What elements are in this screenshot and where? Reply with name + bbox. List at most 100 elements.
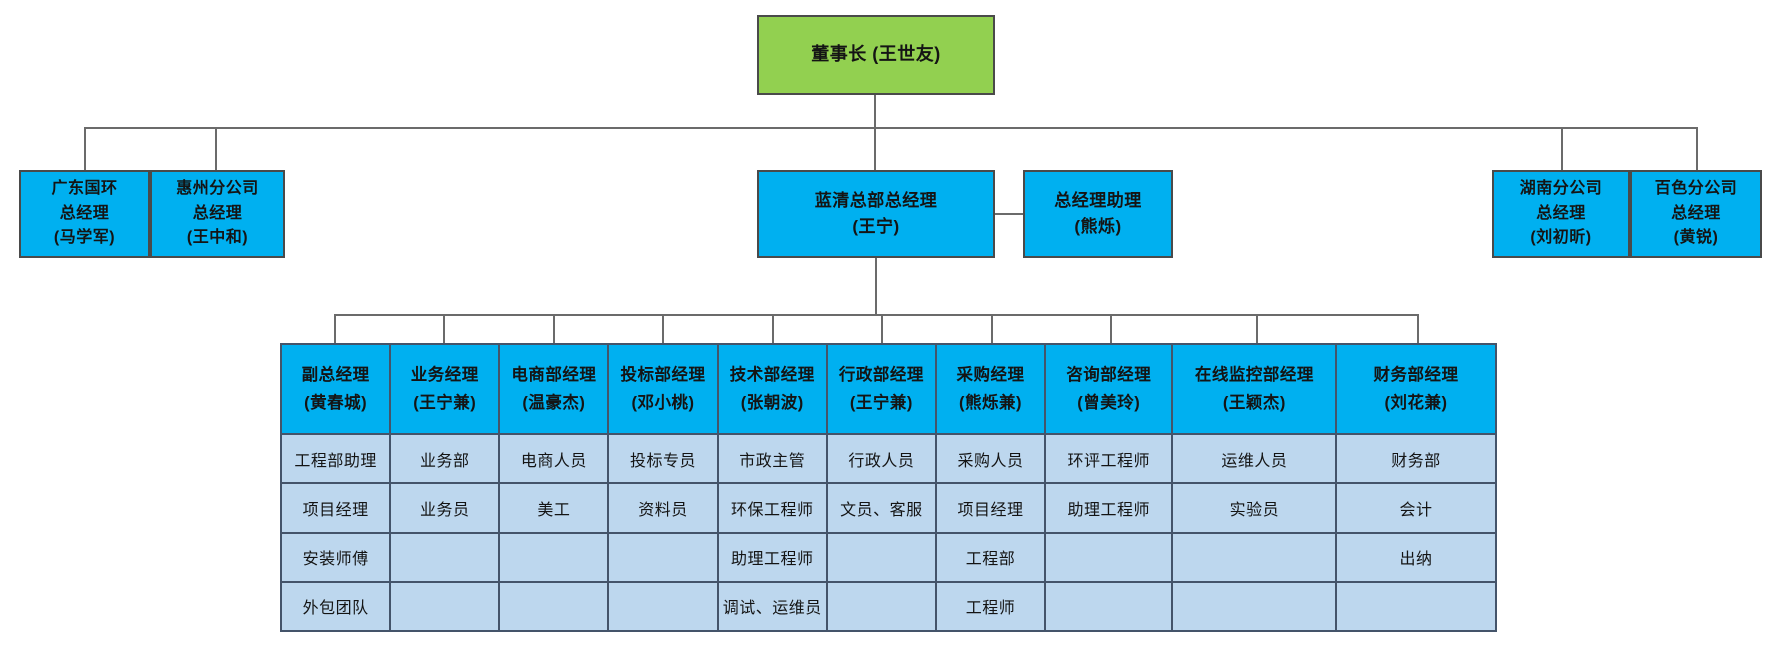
connector-drop-dept-4: [662, 314, 664, 344]
box-line: 蓝清总部总经理: [814, 190, 938, 210]
org-box-lanqing-gm: 蓝清总部总经理 (王宁): [757, 170, 995, 258]
table-cell: 项目经理: [282, 484, 390, 534]
dept-column-bidding-manager: 投标部经理 (邓小桃) 投标专员 资料员: [609, 345, 719, 630]
table-cell: 财务部: [1337, 435, 1495, 485]
box-line: 总经理: [1671, 204, 1721, 222]
connector-drop-dept-1: [334, 314, 336, 344]
connector-drop-dept-6: [881, 314, 883, 344]
dept-title: 业务经理: [410, 365, 479, 384]
connector-drop-hunan: [1561, 127, 1563, 170]
connector-drop-dept-9: [1256, 314, 1258, 344]
dept-column-online-monitoring-manager: 在线监控部经理 (王颖杰) 运维人员 实验员: [1173, 345, 1338, 630]
dept-header: 副总经理 (黄春城): [282, 345, 390, 435]
table-cell: [1173, 582, 1336, 630]
box-line: 总经理: [1536, 204, 1586, 222]
box-line: 广东国环: [51, 179, 118, 197]
dept-column-ecommerce-manager: 电商部经理 (温豪杰) 电商人员 美工: [500, 345, 610, 630]
table-cell: 市政主管: [718, 435, 826, 485]
table-cell: 工程部: [936, 533, 1045, 583]
box-line: 总经理: [192, 204, 243, 222]
dept-person: (黄春城): [304, 394, 368, 412]
table-cell: 业务部: [391, 435, 499, 485]
dept-person: (刘花兼): [1384, 394, 1448, 412]
table-cell: 实验员: [1173, 484, 1336, 534]
connector-assistant: [995, 213, 1023, 215]
dept-column-purchasing-manager: 采购经理 (熊烁兼) 采购人员 项目经理 工程部 工程师: [936, 345, 1047, 630]
connector-drop-dept-2: [443, 314, 445, 344]
dept-title: 行政部经理: [838, 365, 924, 384]
box-line: 百色分公司: [1654, 179, 1738, 197]
dept-header: 电商部经理 (温豪杰): [500, 345, 608, 435]
table-cell: 助理工程师: [1046, 484, 1172, 534]
table-cell: 电商人员: [500, 435, 608, 485]
org-box-hunan-gm: 湖南分公司 总经理 (刘初昕): [1492, 170, 1630, 258]
table-cell: 外包团队: [282, 582, 390, 630]
table-cell: 采购人员: [936, 435, 1045, 485]
dept-person: (温豪杰): [522, 394, 586, 412]
table-cell: [1173, 533, 1336, 583]
dept-header: 财务部经理 (刘花兼): [1337, 345, 1495, 435]
connector-drop-guohuan: [84, 127, 86, 170]
box-line: (刘初昕): [1530, 229, 1592, 247]
dept-title: 在线监控部经理: [1194, 365, 1314, 384]
connector-drop-dept-5: [772, 314, 774, 344]
table-cell: [1046, 582, 1172, 630]
table-cell: [391, 582, 499, 630]
table-cell: [827, 533, 935, 583]
table-cell: 投标专员: [609, 435, 717, 485]
dept-header: 咨询部经理 (曾美玲): [1046, 345, 1172, 435]
table-cell: 调试、运维员: [718, 582, 826, 630]
connector-drop-baise: [1696, 127, 1698, 170]
table-cell: 行政人员: [827, 435, 935, 485]
table-cell: 项目经理: [936, 484, 1045, 534]
dept-person: (王宁兼): [413, 394, 477, 412]
table-cell: 工程部助理: [282, 435, 390, 485]
dept-column-finance-manager: 财务部经理 (刘花兼) 财务部 会计 出纳: [1337, 345, 1495, 630]
table-cell: [391, 533, 499, 583]
table-cell: [609, 533, 717, 583]
dept-column-deputy-gm: 副总经理 (黄春城) 工程部助理 项目经理 安装师傅 外包团队: [282, 345, 392, 630]
table-cell: [500, 582, 608, 630]
org-box-chairman: 董事长 (王世友): [757, 15, 995, 95]
org-box-baise-gm: 百色分公司 总经理 (黄锐): [1630, 170, 1762, 258]
table-cell: 美工: [500, 484, 608, 534]
dept-person: (曾美玲): [1077, 394, 1141, 412]
dept-person: (王宁兼): [849, 394, 913, 412]
table-cell: 文员、客服: [827, 484, 935, 534]
table-cell: [1337, 582, 1495, 630]
table-cell: 环评工程师: [1046, 435, 1172, 485]
dept-title: 电商部经理: [511, 365, 597, 384]
box-line: 总经理助理: [1054, 190, 1142, 210]
box-line: 惠州分公司: [176, 179, 259, 197]
connector-drop-dept-10: [1417, 314, 1419, 344]
connector-dept-bus: [335, 314, 1418, 316]
dept-column-tech-manager: 技术部经理 (张朝波) 市政主管 环保工程师 助理工程师 调试、运维员: [718, 345, 828, 630]
chairman-label: 董事长 (王世友): [811, 44, 941, 65]
box-line: (王中和): [186, 229, 249, 247]
dept-header: 在线监控部经理 (王颖杰): [1173, 345, 1336, 435]
table-cell: 会计: [1337, 484, 1495, 534]
dept-title: 技术部经理: [729, 365, 815, 384]
table-cell: [827, 582, 935, 630]
dept-title: 投标部经理: [620, 365, 706, 384]
dept-title: 副总经理: [301, 365, 370, 384]
table-cell: 助理工程师: [718, 533, 826, 583]
connector-drop-dept-8: [1110, 314, 1112, 344]
dept-header: 行政部经理 (王宁兼): [827, 345, 935, 435]
connector-lanqing-down: [875, 258, 877, 315]
table-cell: 出纳: [1337, 533, 1495, 583]
box-line: (黄锐): [1673, 229, 1719, 247]
dept-title: 采购经理: [956, 365, 1025, 384]
table-cell: [500, 533, 608, 583]
table-cell: [609, 582, 717, 630]
dept-column-consulting-manager: 咨询部经理 (曾美玲) 环评工程师 助理工程师: [1046, 345, 1174, 630]
connector-drop-dept-3: [553, 314, 555, 344]
connector-drop-dept-7: [991, 314, 993, 344]
table-cell: 业务员: [391, 484, 499, 534]
connector-drop-huizhou: [215, 127, 217, 170]
table-cell: [1046, 533, 1172, 583]
dept-title: 财务部经理: [1373, 365, 1459, 384]
dept-header: 业务经理 (王宁兼): [391, 345, 499, 435]
dept-title: 咨询部经理: [1066, 365, 1152, 384]
